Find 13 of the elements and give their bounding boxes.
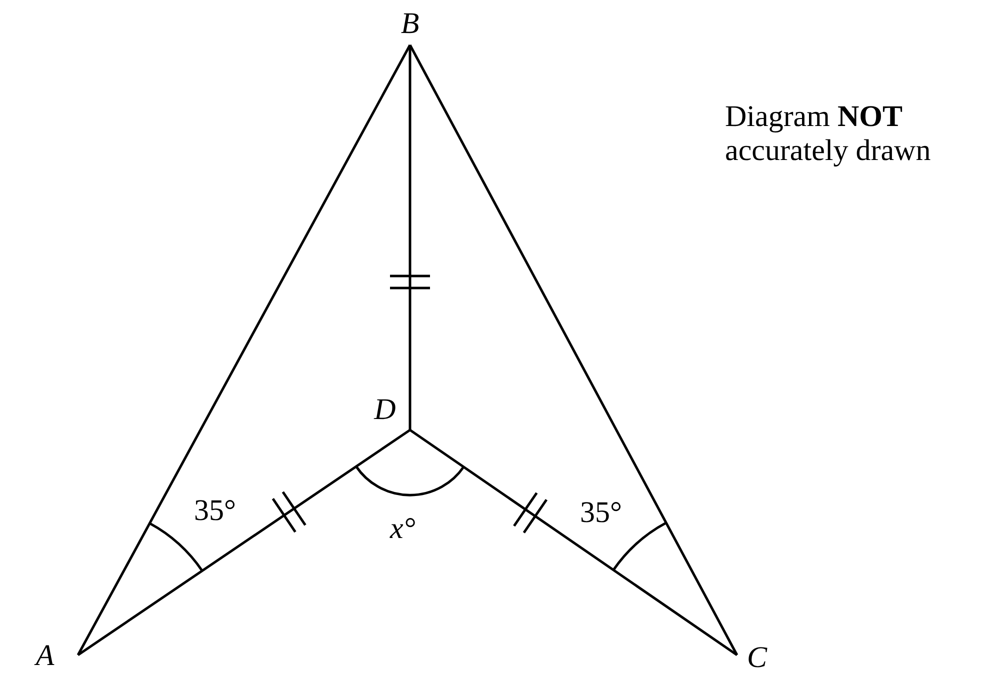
line-segment bbox=[409, 428, 738, 656]
line-segment bbox=[408, 45, 412, 430]
vertex-label: A bbox=[30, 638, 60, 674]
line-segment bbox=[76, 44, 412, 656]
note-text: Diagram NOT accurately drawn bbox=[725, 100, 932, 168]
vertex-label: C bbox=[742, 640, 772, 676]
line-segment bbox=[408, 44, 738, 656]
angle-label: 35° bbox=[194, 494, 236, 528]
vertex-label: D bbox=[370, 392, 400, 428]
vertex-label: B bbox=[395, 6, 425, 42]
angle-label: 35° bbox=[580, 496, 622, 530]
line-segment bbox=[77, 428, 411, 656]
angle-label: x° bbox=[390, 512, 416, 546]
